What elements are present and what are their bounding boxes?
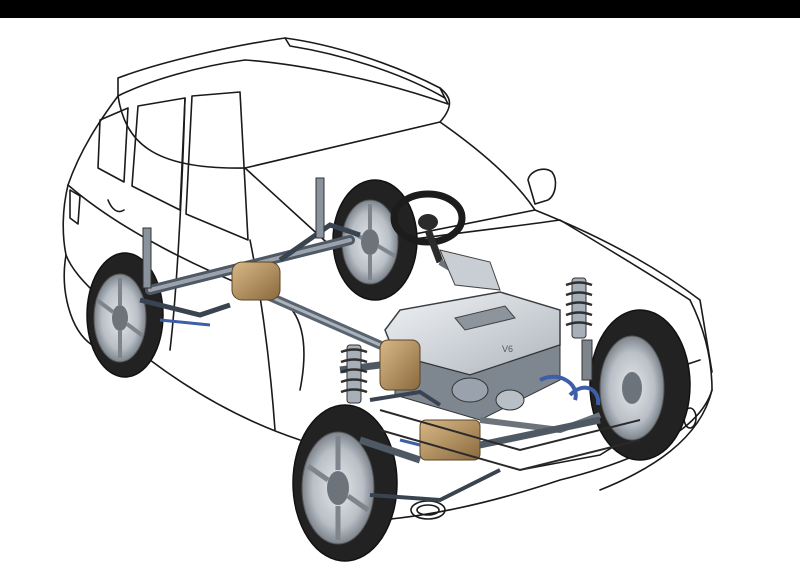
- front-differential: [419, 419, 481, 461]
- front-suspension: [340, 277, 641, 503]
- lower-control-arm: [369, 468, 501, 503]
- rear-differential: [231, 261, 281, 301]
- front-right-driveshaft: [479, 416, 601, 449]
- transmission-housing: [379, 339, 421, 391]
- rear-left-wheel: [86, 252, 164, 378]
- top-black-bar: [0, 0, 800, 18]
- steering-wheel: [390, 190, 501, 291]
- coolant-hose: [539, 374, 578, 401]
- engine-cover-emblem-plate: [454, 305, 516, 331]
- steering-column-housing: [439, 249, 501, 291]
- car-body-outline: [62, 37, 713, 536]
- front-left-wheel: [292, 404, 398, 562]
- rear-right-shock: [315, 177, 325, 239]
- side-mirror-outline: [527, 168, 557, 205]
- propeller-shaft: [250, 285, 385, 350]
- front-left-driveshaft: [358, 436, 422, 464]
- front-right-strut: [571, 277, 587, 339]
- engine-cover-label: V6: [502, 344, 513, 354]
- rear-left-shock: [142, 227, 152, 289]
- rear-axle-assembly: [139, 177, 361, 327]
- front-right-wheel: [589, 309, 691, 461]
- suv-cutaway-illustration: V6: [62, 37, 713, 562]
- front-left-strut: [346, 344, 362, 404]
